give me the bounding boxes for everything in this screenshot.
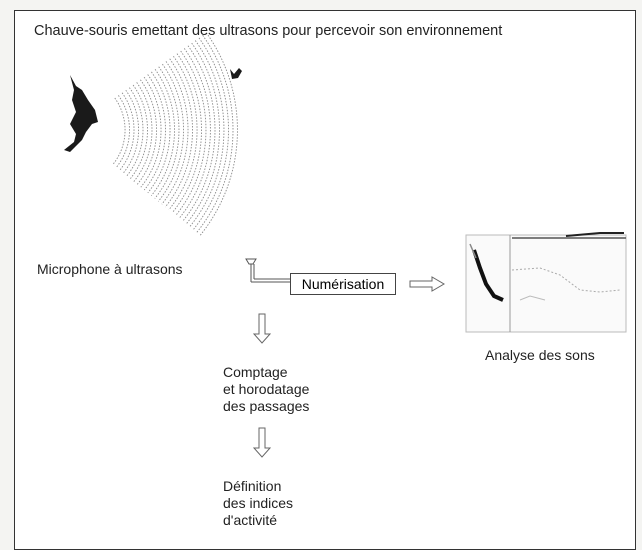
activity-index-label-line: des indices [223, 495, 294, 511]
down-arrow-icon [252, 427, 272, 458]
insect-icon [230, 68, 242, 79]
diagram-graphics [64, 32, 627, 458]
wave-arc [122, 89, 139, 174]
microphone-label: Microphone à ultrasons [37, 261, 183, 277]
activity-index-label-line: Définition [223, 478, 282, 494]
counting-label-line: des passages [223, 398, 310, 414]
wave-arc [175, 50, 207, 216]
wave-arc [164, 58, 193, 208]
wave-arc [133, 82, 153, 182]
wave-arc [115, 95, 130, 168]
wave-arc [171, 53, 202, 213]
activity-index-label: Définition des indices d'activité [223, 478, 293, 529]
right-arrow-icon [409, 276, 445, 292]
activity-index-label-line: d'activité [223, 512, 278, 528]
counting-label-line: Comptage [223, 364, 288, 380]
wave-arc [143, 74, 166, 191]
wave-arc [136, 79, 157, 185]
wave-arc [157, 63, 184, 202]
microphone-icon [245, 258, 257, 282]
counting-label-line: et horodatage [223, 381, 310, 397]
wave-arc [196, 35, 234, 233]
digitization-box: Numérisation [290, 273, 396, 295]
wave-arc [182, 45, 216, 222]
wave-arc [119, 92, 135, 171]
counting-label: Comptage et horodatage des passages [223, 364, 309, 415]
ultrasound-waves [112, 32, 238, 236]
cable-line [251, 278, 290, 283]
wave-arc [189, 40, 225, 228]
wave-arc [168, 55, 198, 211]
wave-arc [147, 71, 171, 194]
bat-icon [64, 75, 98, 152]
diagram-title: Chauve-souris emettant des ultrasons pou… [34, 23, 503, 39]
wave-arc [129, 84, 148, 179]
sound-analysis-image [465, 232, 627, 333]
wave-arc [199, 32, 238, 236]
wave-arc [192, 37, 229, 230]
wave-arc [112, 97, 126, 165]
sound-analysis-label: Analyse des sons [485, 347, 595, 363]
wave-arc [185, 42, 220, 225]
wave-arc [178, 48, 211, 219]
down-arrow-icon [252, 313, 272, 344]
wave-arc [154, 66, 180, 199]
